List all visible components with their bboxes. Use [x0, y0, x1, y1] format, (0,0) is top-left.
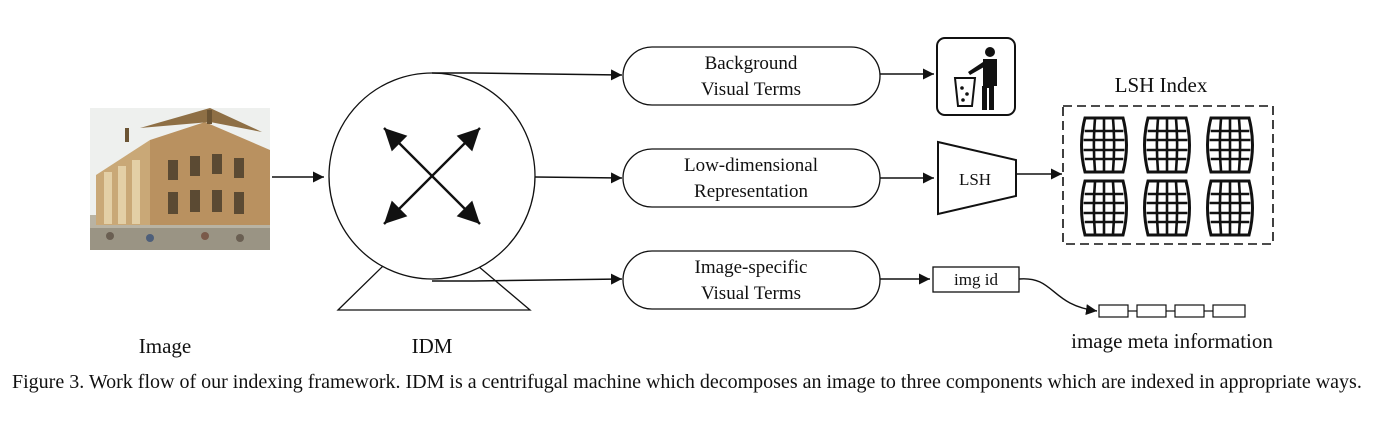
- arrow-idm-to-lowdim: [534, 172, 623, 184]
- figure-caption: Figure 3. Work flow of our indexing fram…: [12, 371, 1362, 393]
- image-label: Image: [139, 334, 191, 358]
- lowdim-label-line1: Low-dimensional: [684, 155, 818, 176]
- idm-machine: [328, 72, 536, 311]
- barrel-icon: [1143, 179, 1191, 237]
- barrel-grid: [1080, 116, 1254, 237]
- lowdim-label-line2: Representation: [694, 181, 808, 202]
- lsh-block: [937, 140, 1017, 216]
- lsh-label: LSH: [959, 170, 991, 189]
- arrow-idm-to-specific: [432, 273, 623, 285]
- idm-label: IDM: [412, 334, 453, 358]
- arrow-to-meta: [1018, 278, 1098, 316]
- lsh-index-title: LSH Index: [1115, 73, 1208, 97]
- barrel-icon: [1206, 179, 1254, 237]
- specific-label-line1: Image-specific: [695, 257, 808, 278]
- meta-label: image meta information: [1071, 329, 1273, 353]
- building-photo-icon: [90, 108, 270, 250]
- barrel-icon: [1206, 116, 1254, 174]
- background-label-line1: Background: [705, 53, 798, 74]
- workflow-diagram: Background Visual Terms Low-dimensional …: [90, 37, 1274, 358]
- img-id-box: [932, 266, 1020, 293]
- specific-terms-box: [622, 250, 881, 310]
- lsh-index-box: [1062, 105, 1274, 245]
- barrel-icon: [1080, 179, 1128, 237]
- meta-chain: [1098, 304, 1246, 318]
- background-terms-box: [622, 46, 881, 106]
- barrel-icon: [1143, 116, 1191, 174]
- barrel-icon: [1080, 116, 1128, 174]
- img-id-label: img id: [954, 270, 998, 289]
- trash-bin-icon: [936, 37, 1016, 116]
- specific-label-line2: Visual Terms: [701, 283, 801, 304]
- arrow-idm-to-background: [432, 69, 623, 81]
- background-label-line2: Visual Terms: [701, 79, 801, 100]
- four-way-arrow-icon: [383, 127, 481, 225]
